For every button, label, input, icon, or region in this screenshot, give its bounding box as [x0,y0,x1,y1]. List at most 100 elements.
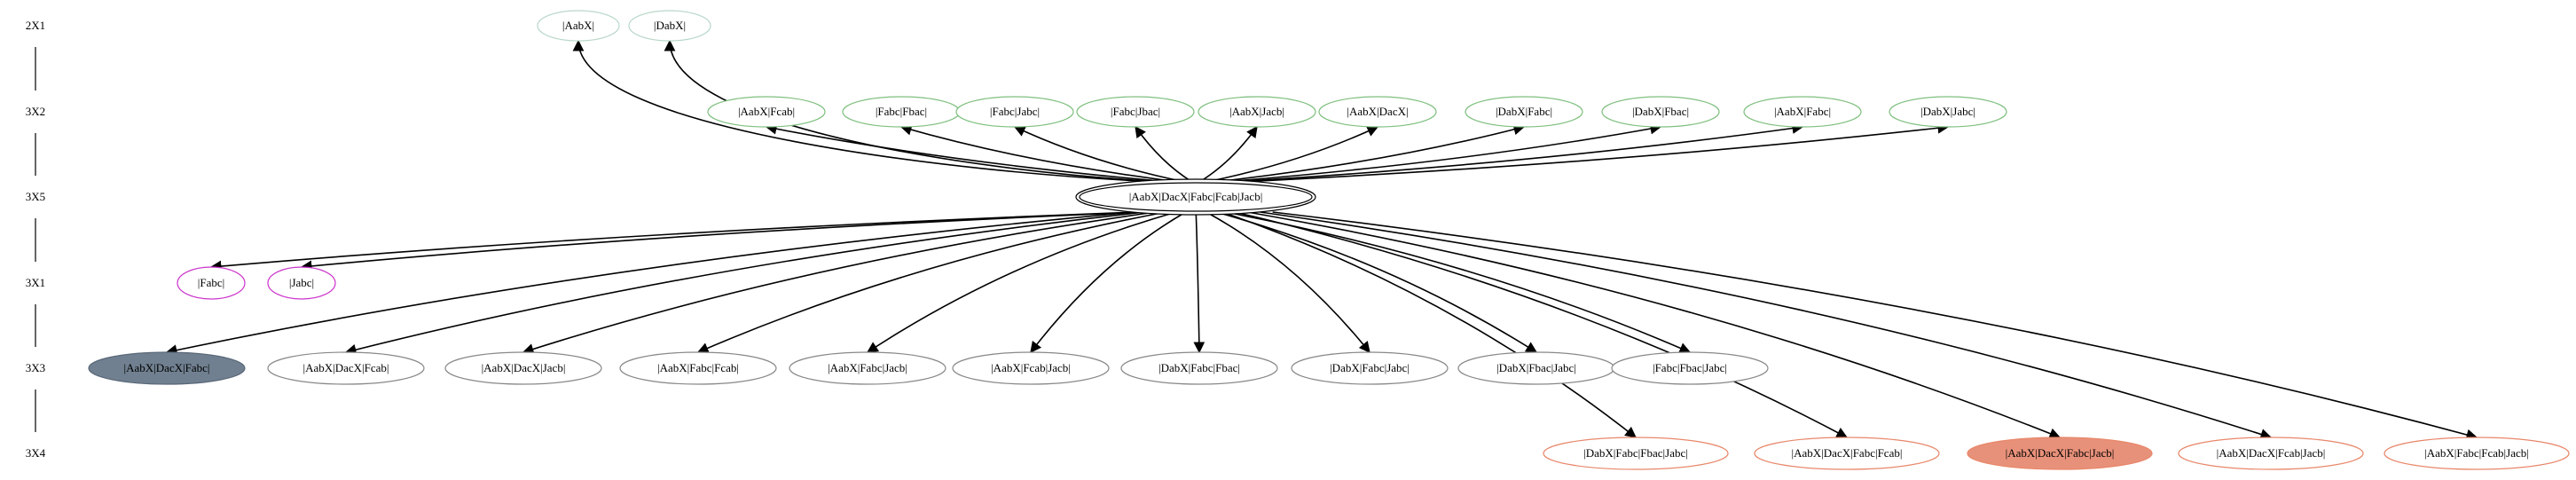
edge-arrow [1247,211,2062,439]
node-3x3[interactable]: |AabX|DacX|Jacb| [444,351,602,385]
edge-arrow [765,122,1171,183]
edge-arrow [165,211,1135,356]
node-label: |AabX|Jacb| [1229,105,1284,118]
node-3x4[interactable]: |DabX|Fabc|Fbac|Jabc| [1543,437,1729,470]
svg-text:3X1: 3X1 [26,276,45,289]
node-3x2[interactable]: |Fabc|Jbac| [1076,96,1195,128]
edges [165,39,2478,441]
edge-arrow [1013,126,1185,183]
node-3x4[interactable]: |AabX|DacX|Fcab|Jacb| [2178,437,2364,470]
edge-arrow [866,211,1177,353]
node-label: |AabX|DacX|Fcab|Jacb| [2217,446,2326,460]
node-3x3[interactable]: |AabX|DacX|Fcab| [267,351,425,385]
edge-arrow [1215,211,1538,353]
node-3x1[interactable]: |Jabc| [267,266,336,300]
node-3x2[interactable]: |Fabc|Jabc| [955,96,1074,128]
node-3x4[interactable]: |AabX|DacX|Fabc|Fcab| [1754,437,1940,470]
node-3x1[interactable]: |Fabc| [177,266,246,300]
edge-arrow [300,211,1143,272]
node-label: |AabX| [562,19,594,32]
node-label: |AabX|DacX|Fcab| [302,361,389,374]
edge-arrow [1260,211,2273,440]
node-label: |Fabc|Fbac|Jabc| [1653,361,1727,374]
edge-arrow [1221,211,1637,438]
node-3x3[interactable]: |DabX|Fbac|Jabc| [1457,351,1615,385]
node-label: |Jabc| [289,276,314,289]
node-label: |AabX|DacX|Fabc|Jacb| [2006,446,2115,460]
edge-arrow [1272,211,2478,441]
edge-arrow [1193,211,1206,354]
level-label: 3X3 [26,361,45,374]
node-label: |Fabc|Jabc| [990,105,1040,118]
node-label: |AabX|Fcab|Jacb| [991,361,1071,374]
node-label: |Fabc| [198,276,224,289]
node-label: |DabX|Fabc|Fbac|Jabc| [1583,446,1688,460]
node-3x2[interactable]: |DabX|Jabc| [1889,96,2007,128]
edge-arrow [1215,123,1526,183]
edge-arrow [899,124,1179,183]
node-3x3[interactable]: |AabX|DacX|Fabc| [88,351,246,385]
edge-arrow [1135,125,1193,183]
node-label: |DabX|Fabc|Fbac| [1158,361,1240,374]
svg-text:3X4: 3X4 [26,446,46,460]
node-label: |DabX|Jabc| [1920,105,1975,118]
node-3x3[interactable]: |Fabc|Fbac|Jabc| [1611,351,1769,385]
node-2x1[interactable]: |AabX| [537,10,620,42]
node-label: |AabX|DacX| [1347,105,1408,118]
node-label: |Fabc|Jbac| [1111,105,1160,118]
node-label: |DabX|Fbac|Jabc| [1496,361,1576,374]
edge-arrow [209,211,1137,272]
node-center-3x5[interactable]: |AabX|DacX|Fabc|Fcab|Jacb| [1075,178,1316,216]
edge-arrow [696,211,1166,354]
node-3x3[interactable]: |AabX|Fabc|Jacb| [789,351,946,385]
node-3x3[interactable]: |AabX|Fcab|Jacb| [952,351,1110,385]
node-label: |DabX|Fabc|Jabc| [1330,361,1410,374]
level-label: 3X2 [26,105,45,118]
node-label: |Fabc|Fbac| [876,105,927,118]
node-3x2[interactable]: |DabX|Fabc| [1465,96,1583,128]
node-label: |DabX|Fabc| [1496,105,1552,118]
level-label: 3X1 [26,276,45,289]
edge-arrow [572,39,1159,183]
nodes: |AabX|DacX|Fabc|Fcab|Jacb| |AabX| |DabX| |A… [88,10,2570,470]
node-3x4[interactable]: |AabX|Fabc|Fcab|Jacb| [2384,437,2570,470]
node-label: |AabX|Fabc|Fcab| [657,361,739,374]
edge-arrow [1198,125,1258,183]
node-3x2[interactable]: |Fabc|Fbac| [842,96,961,128]
svg-text:3X3: 3X3 [26,361,45,374]
svg-text:3X2: 3X2 [26,105,45,118]
edge-arrow [1206,126,1379,183]
node-label: |AabX|DacX|Fabc|Fcab| [1792,446,1903,460]
edge-arrow [522,211,1156,355]
node-label: |DabX| [654,19,686,32]
svg-text:3X5: 3X5 [26,190,45,203]
node-3x3[interactable]: |AabX|Fabc|Fcab| [619,351,777,385]
edge-arrow [1223,122,1662,183]
node-3x3[interactable]: |DabX|Fabc|Jabc| [1291,351,1449,385]
level-label: 3X4 [26,446,46,460]
node-3x4[interactable]: |AabX|DacX|Fabc|Jacb| [1967,437,2153,470]
node-3x2[interactable]: |DabX|Fbac| [1601,96,1720,128]
node-3x3[interactable]: |DabX|Fabc|Fbac| [1120,351,1278,385]
edge-arrow [1231,122,1804,183]
node-label: |AabX|DacX|Jacb| [482,361,566,374]
edge-arrow [664,39,1165,183]
edge-arrow [1225,211,1692,354]
edge-arrow [1030,211,1187,354]
node-label: |AabX|Fabc| [1774,105,1831,118]
node-label: |DabX|Fbac| [1632,105,1689,118]
level-axis: 2X1 3X2 3X5 3X1 3X3 3X4 [26,19,46,460]
edge-arrow [1240,122,1950,183]
edge-arrow [1206,211,1370,353]
node-label: |AabX|Fabc|Fcab|Jacb| [2424,446,2529,460]
level-label: 2X1 [26,19,45,32]
node-3x2[interactable]: |AabX|Fabc| [1743,96,1862,128]
edge-arrow [1234,211,1849,438]
node-label: |AabX|DacX|Fabc| [123,361,209,374]
edge-arrow [344,211,1145,356]
node-2x1[interactable]: |DabX| [628,10,711,42]
node-3x2[interactable]: |AabX|Jacb| [1198,96,1316,128]
node-3x2[interactable]: |AabX|Fcab| [707,96,826,128]
node-3x2[interactable]: |AabX|DacX| [1318,96,1437,128]
